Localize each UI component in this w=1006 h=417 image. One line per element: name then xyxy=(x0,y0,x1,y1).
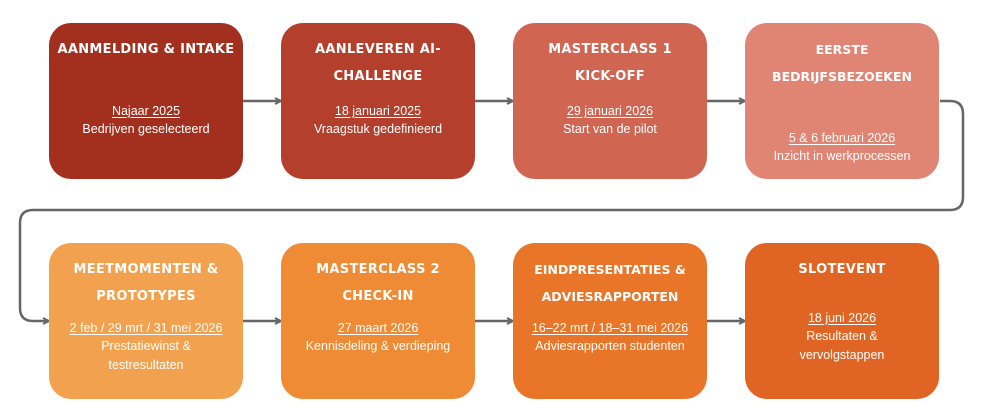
step-date: 2 feb / 29 mrt / 31 mei 2026 xyxy=(69,321,223,335)
step-description: Vraagstuk gedefinieerd xyxy=(313,122,443,136)
arrow-4-5-wrap xyxy=(18,99,965,321)
step-title: AANMELDING & INTAKE xyxy=(57,42,235,57)
step-box-aanleveren-ai-challenge: AANLEVEREN AI- CHALLENGE 18 januari 2025… xyxy=(281,23,475,179)
step-box-meetmomenten-prototypes: MEETMOMENTEN & PROTOTYPES 2 feb / 29 mrt… xyxy=(49,243,243,399)
step-date: 27 maart 2026 xyxy=(337,321,419,335)
step-title: MEETMOMENTEN & PROTOTYPES xyxy=(73,262,219,304)
step-description: Resultaten & vervolgstappen xyxy=(799,329,885,362)
step-description: Start van de pilot xyxy=(563,122,657,136)
step-box-masterclass-1: MASTERCLASS 1 KICK-OFF 29 januari 2026 S… xyxy=(513,23,707,179)
step-box-masterclass-2: MASTERCLASS 2 CHECK-IN 27 maart 2026 Ken… xyxy=(281,243,475,399)
step-date: 5 & 6 februari 2026 xyxy=(788,131,896,145)
step-title: MASTERCLASS 1 KICK-OFF xyxy=(548,42,672,84)
step-title: MASTERCLASS 2 CHECK-IN xyxy=(316,262,440,304)
step-title: AANLEVEREN AI- CHALLENGE xyxy=(315,42,441,84)
step-title: EINDPRESENTATIES & ADVIESRAPPORTEN xyxy=(534,262,686,304)
step-description: Adviesrapporten studenten xyxy=(535,339,685,353)
step-date: 18 januari 2025 xyxy=(334,104,422,118)
step-date: 18 juni 2026 xyxy=(807,311,877,325)
step-title: SLOTEVENT xyxy=(798,262,886,277)
step-description: Kennisdeling & verdieping xyxy=(305,339,451,353)
step-date: Najaar 2025 xyxy=(111,104,181,118)
step-box-aanmelding-intake: AANMELDING & INTAKE Najaar 2025 Bedrijve… xyxy=(49,23,243,179)
step-description: Bedrijven geselecteerd xyxy=(82,122,210,136)
step-description: Inzicht in werkprocessen xyxy=(773,149,911,163)
step-description: Prestatiewinst & testresultaten xyxy=(101,339,191,372)
step-date: 29 januari 2026 xyxy=(566,104,654,118)
step-title: EERSTE BEDRIJFSBEZOEKEN xyxy=(772,42,912,84)
step-box-eindpresentaties: EINDPRESENTATIES & ADVIESRAPPORTEN 16–22… xyxy=(513,243,707,399)
step-box-eerste-bedrijfsbezoeken: EERSTE BEDRIJFSBEZOEKEN 5 & 6 februari 2… xyxy=(745,23,939,179)
step-date: 16–22 mrt / 18–31 mei 2026 xyxy=(531,321,689,335)
step-box-slotevent: SLOTEVENT 18 juni 2026 Resultaten & verv… xyxy=(745,243,939,399)
